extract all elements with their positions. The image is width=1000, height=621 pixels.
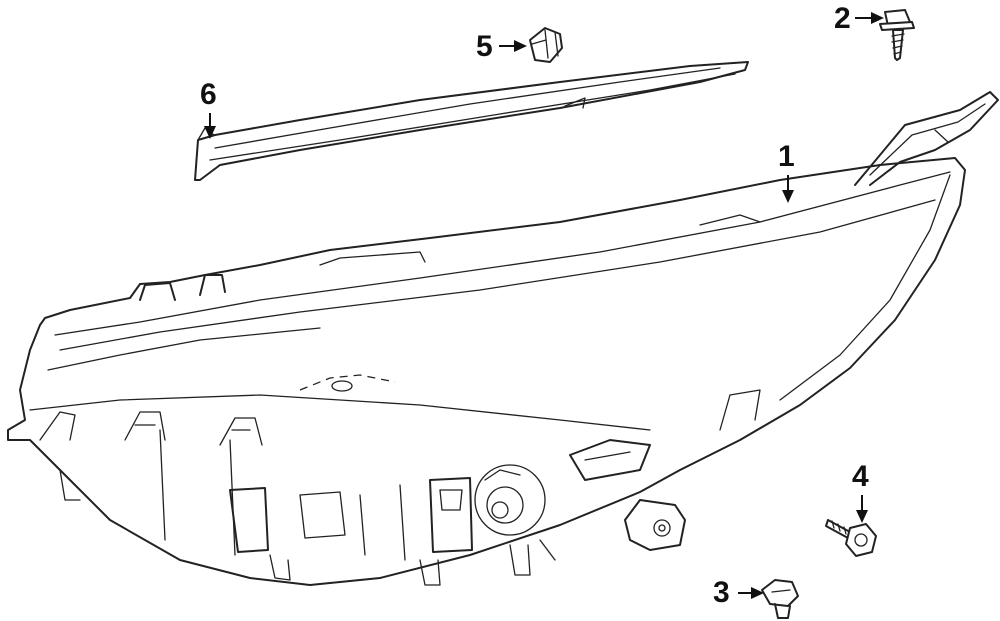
callout-4: 4: [852, 460, 869, 493]
callout-5: 5: [476, 30, 493, 63]
part-6-trim-strip: [194, 61, 749, 181]
part-3-clip: [761, 579, 799, 619]
callout-2: 2: [834, 2, 851, 35]
part-4-screw: [825, 519, 877, 557]
part-5-grommet: [529, 27, 563, 63]
callout-3: 3: [713, 576, 730, 609]
callout-1: 1: [778, 140, 795, 173]
part-1-headlamp-assembly: [7, 91, 999, 586]
callout-6: 6: [200, 78, 217, 111]
part-2-screw: [879, 9, 915, 61]
leader-lines: [204, 12, 884, 599]
